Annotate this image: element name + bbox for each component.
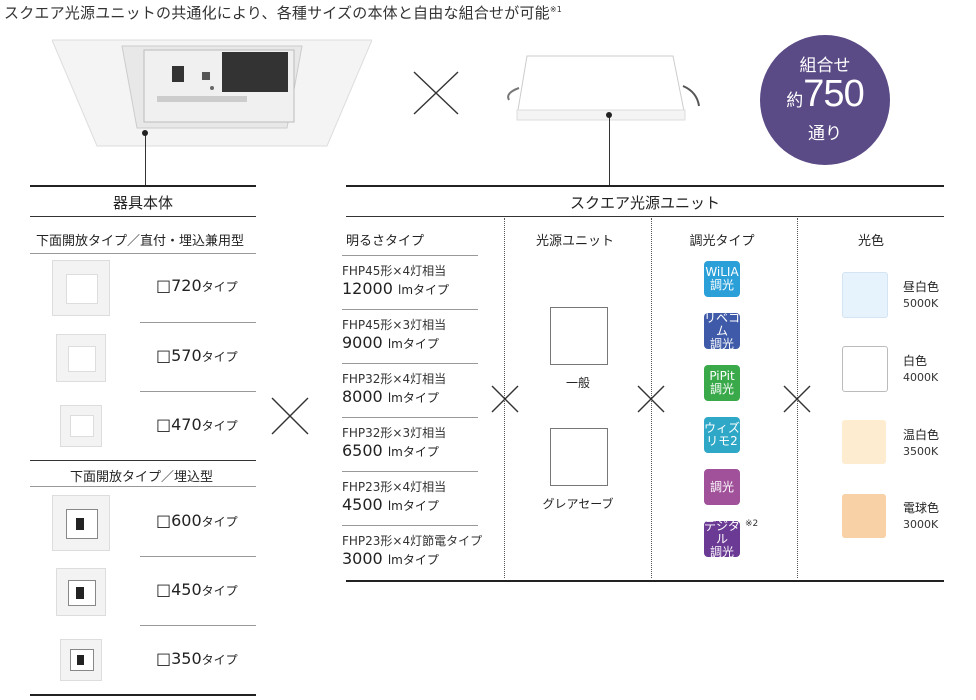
dimming-standard-icon[interactable]: 調光 <box>704 469 740 505</box>
row-divider <box>140 391 256 392</box>
color-swatch-white[interactable] <box>842 346 888 392</box>
multiply-icon <box>783 385 811 413</box>
brightness-item[interactable]: FHP32形×4灯相当 8000 lmタイプ <box>342 372 447 406</box>
body-section-top-rule <box>30 185 256 187</box>
body-section-title: 器具本体 <box>112 194 173 212</box>
color-swatch-warmwhite[interactable] <box>842 420 886 464</box>
unit-section-title: スクエア光源ユニット <box>569 194 720 212</box>
body-size-450[interactable]: □450タイプ <box>30 558 256 626</box>
group2-top-rule <box>30 460 256 461</box>
unit-section-top-rule <box>346 185 944 187</box>
body-size-600[interactable]: □600タイプ <box>30 489 256 557</box>
brightness-item[interactable]: FHP32形×3灯相当 6500 lmタイプ <box>342 426 447 460</box>
body-size-470[interactable]: □470タイプ <box>30 393 256 461</box>
col-dimming: 調光タイプ <box>689 234 755 249</box>
connector-line-unit <box>609 114 610 186</box>
unit-title-rule <box>346 216 944 217</box>
badge-count: 約750 <box>760 73 890 116</box>
color-swatch-daywhite[interactable] <box>842 272 888 318</box>
brightness-rule <box>342 471 478 472</box>
brightness-item[interactable]: FHP23形×4灯相当 4500 lmタイプ <box>342 480 447 514</box>
color-kelvin: 5000K <box>903 297 939 310</box>
body-section-bottom-rule <box>30 694 256 696</box>
badge-line1: 組合せ <box>799 56 851 76</box>
color-name: 白色 <box>903 354 928 368</box>
multiply-icon <box>491 385 519 413</box>
body-thumbnail <box>60 405 102 447</box>
badge-line3: 通り <box>808 124 842 144</box>
combination-badge: 組合せ 約750 通り <box>760 35 890 165</box>
brightness-rule <box>342 309 478 310</box>
group2-title-rule <box>30 486 256 487</box>
size-label: □600タイプ <box>156 511 238 530</box>
body-title-rule <box>30 216 256 217</box>
connector-dot-unit <box>606 112 612 118</box>
size-label: □450タイプ <box>156 580 238 599</box>
headline: スクエア光源ユニットの共通化により、各種サイズの本体と自由な組合せが可能※1 <box>4 2 562 23</box>
brightness-rule <box>342 363 478 364</box>
source-unit-standard[interactable] <box>550 307 608 365</box>
row-divider <box>140 625 256 626</box>
brightness-rule <box>342 255 478 256</box>
body-thumbnail <box>52 495 110 551</box>
body-thumbnail <box>60 639 102 681</box>
brightness-item[interactable]: FHP45形×3灯相当 9000 lmタイプ <box>342 318 447 352</box>
group1-title: 下面開放タイプ／直付・埋込兼用型 <box>36 234 245 249</box>
row-divider <box>140 556 256 557</box>
color-name: 電球色 <box>903 501 940 515</box>
col-brightness: 明るさタイプ <box>346 234 425 249</box>
headline-text: スクエア光源ユニットの共通化により、各種サイズの本体と自由な組合せが可能 <box>4 4 550 22</box>
brightness-item[interactable]: FHP45形×4灯相当 12000 lmタイプ <box>342 264 450 298</box>
color-kelvin: 3500K <box>903 445 939 458</box>
light-unit-illustration <box>507 55 700 121</box>
multiply-icon <box>637 385 665 413</box>
source-unit-glare-save[interactable] <box>550 428 608 486</box>
size-label: □720タイプ <box>156 276 238 295</box>
source-label: 一般 <box>565 376 590 390</box>
unit-section-bottom-rule <box>346 580 944 582</box>
body-thumbnail <box>56 334 106 382</box>
dimming-ribecom-icon[interactable]: リベコム調光 <box>704 310 741 351</box>
body-size-720[interactable]: □720タイプ <box>30 254 256 322</box>
size-label: □350タイプ <box>156 649 238 668</box>
group2-title: 下面開放タイプ／埋込型 <box>70 470 214 485</box>
brightness-rule <box>342 525 478 526</box>
color-kelvin: 4000K <box>903 371 939 384</box>
badge-number: 750 <box>803 73 864 115</box>
dimming-wizremo-icon[interactable]: ウィズリモ2 <box>704 417 740 453</box>
body-size-350[interactable]: □350タイプ <box>30 627 256 695</box>
color-swatch-bulb[interactable] <box>842 494 886 538</box>
multiply-icon <box>413 71 459 115</box>
source-label: グレアセーブ <box>542 497 614 511</box>
dimming-digital-icon[interactable]: デジタル調光 <box>704 518 740 559</box>
brightness-rule <box>342 417 478 418</box>
row-divider <box>140 322 256 323</box>
color-name: 温白色 <box>903 428 940 442</box>
color-kelvin: 3000K <box>903 518 939 531</box>
body-thumbnail <box>52 260 110 316</box>
color-name: 昼白色 <box>903 280 940 294</box>
size-label: □570タイプ <box>156 346 238 365</box>
fixture-body-illustration <box>52 39 372 147</box>
connector-line-body <box>145 132 146 186</box>
badge-prefix: 約 <box>786 91 804 111</box>
size-label: □470タイプ <box>156 415 238 434</box>
headline-note: ※1 <box>549 5 563 14</box>
connector-dot-body <box>142 130 148 136</box>
dimming-note: ※2 <box>745 519 759 529</box>
multiply-icon <box>271 397 309 435</box>
col-color: 光色 <box>857 234 884 249</box>
col-source: 光源ユニット <box>535 234 614 249</box>
brightness-item[interactable]: FHP23形×4灯節電タイプ 3000 lmタイプ <box>342 534 483 568</box>
body-thumbnail <box>56 568 106 616</box>
group1-title-rule <box>30 253 256 254</box>
body-size-570[interactable]: □570タイプ <box>30 324 256 392</box>
